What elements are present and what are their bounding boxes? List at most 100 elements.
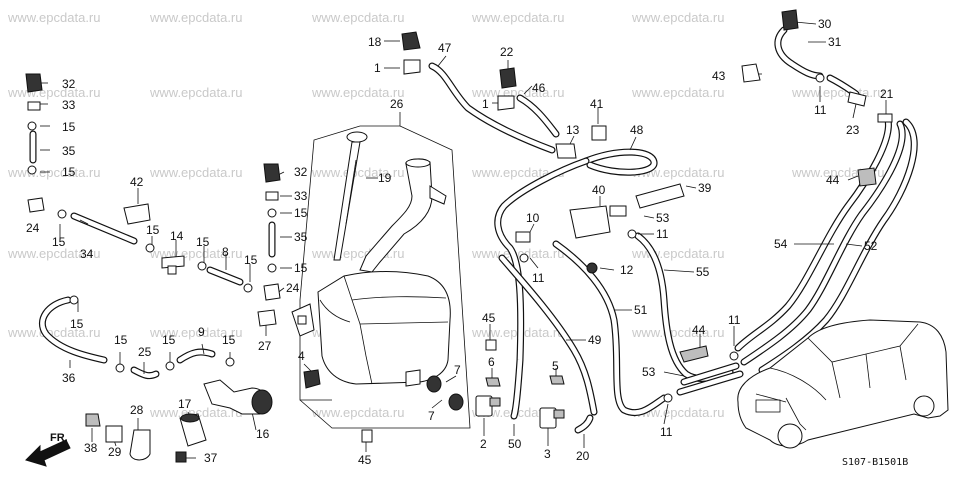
callout-24: 24 <box>26 221 40 235</box>
callout-29: 29 <box>108 445 122 459</box>
watermark: www.epcdata.ru <box>149 405 243 420</box>
callout-39: 39 <box>698 181 712 195</box>
callout-11: 11 <box>814 103 827 117</box>
callout-15: 15 <box>294 206 308 220</box>
callout-19: 19 <box>378 171 392 185</box>
callout-10: 10 <box>526 211 540 225</box>
callout-25: 25 <box>138 345 152 359</box>
callout-7: 7 <box>428 409 435 423</box>
callout-42: 42 <box>130 175 144 189</box>
callout-18: 18 <box>368 35 382 49</box>
callout-34: 34 <box>80 247 94 261</box>
callout-32: 32 <box>294 165 308 179</box>
callout-55: 55 <box>696 265 710 279</box>
callout-47: 47 <box>438 41 452 55</box>
callout-16: 16 <box>256 427 270 441</box>
watermark: www.epcdata.ru <box>311 165 405 180</box>
callout-28: 28 <box>130 403 144 417</box>
watermark: www.epcdata.ru <box>7 10 101 25</box>
callout-35: 35 <box>62 144 76 158</box>
watermark: www.epcdata.ru <box>311 85 405 100</box>
callout-35: 35 <box>294 230 308 244</box>
callout-40: 40 <box>592 183 606 197</box>
vehicle-outline <box>737 319 949 449</box>
callout-50: 50 <box>508 437 522 451</box>
watermark: www.epcdata.ru <box>471 10 565 25</box>
watermark: www.epcdata.ru <box>311 405 405 420</box>
callout-31: 31 <box>828 35 842 49</box>
callout-15: 15 <box>196 235 210 249</box>
callout-15: 15 <box>62 165 76 179</box>
watermark: www.epcdata.ru <box>631 325 725 340</box>
callout-layer: 30 31 43 11 21 23 44 54 52 18 1 47 22 46… <box>26 17 894 467</box>
callout-6: 6 <box>488 355 495 369</box>
callout-11: 11 <box>660 425 673 439</box>
front-direction-arrow: FR. <box>25 432 71 467</box>
callout-51: 51 <box>634 303 648 317</box>
watermark: www.epcdata.ru <box>631 246 725 261</box>
callout-49: 49 <box>588 333 602 347</box>
callout-26: 26 <box>390 97 404 111</box>
watermark: www.epcdata.ru <box>149 325 243 340</box>
callout-53: 53 <box>656 211 670 225</box>
callout-53: 53 <box>642 365 656 379</box>
callout-12: 12 <box>620 263 634 277</box>
callout-11: 11 <box>656 227 669 241</box>
callout-15: 15 <box>294 261 308 275</box>
callout-24: 24 <box>286 281 300 295</box>
watermark: www.epcdata.ru <box>7 85 101 100</box>
callout-15: 15 <box>244 253 258 267</box>
callout-45: 45 <box>358 453 372 467</box>
callout-32: 32 <box>62 77 76 91</box>
watermark: www.epcdata.ru <box>471 85 565 100</box>
callout-21: 21 <box>880 87 894 101</box>
callout-9: 9 <box>198 325 205 339</box>
watermark: www.epcdata.ru <box>631 10 725 25</box>
callout-38: 38 <box>84 441 98 455</box>
components-layer <box>25 9 893 463</box>
watermark: www.epcdata.ru <box>7 246 101 261</box>
callout-7: 7 <box>454 363 461 377</box>
callout-11: 11 <box>532 271 545 285</box>
callout-41: 41 <box>590 97 604 111</box>
callout-5: 5 <box>552 359 559 373</box>
callout-36: 36 <box>62 371 76 385</box>
callout-23: 23 <box>846 123 860 137</box>
callout-15: 15 <box>162 333 176 347</box>
hose-layer <box>29 26 918 434</box>
callout-27: 27 <box>258 339 272 353</box>
callout-1: 1 <box>482 97 489 111</box>
diagram-code: S107-B1501B <box>842 457 908 468</box>
callout-22: 22 <box>500 45 514 59</box>
watermark: www.epcdata.ru <box>149 165 243 180</box>
callout-15: 15 <box>70 317 84 331</box>
callout-43: 43 <box>712 69 726 83</box>
callout-13: 13 <box>566 123 580 137</box>
callout-15: 15 <box>222 333 236 347</box>
callout-15: 15 <box>62 120 76 134</box>
callout-1: 1 <box>374 61 381 75</box>
callout-33: 33 <box>62 98 76 112</box>
watermark: www.epcdata.ru <box>471 246 565 261</box>
callout-20: 20 <box>576 449 590 463</box>
callout-15: 15 <box>146 223 160 237</box>
callout-8: 8 <box>222 245 229 259</box>
callout-48: 48 <box>630 123 644 137</box>
watermark: www.epcdata.ru <box>149 85 243 100</box>
callout-3: 3 <box>544 447 551 461</box>
callout-44: 44 <box>826 173 840 187</box>
callout-44: 44 <box>692 323 706 337</box>
watermark: www.epcdata.ru <box>791 85 885 100</box>
watermark: www.epcdata.ru <box>7 165 101 180</box>
callout-45: 45 <box>482 311 496 325</box>
watermark-layer: www.epcdata.ru www.epcdata.ru www.epcdat… <box>7 10 885 420</box>
callout-17: 17 <box>178 397 192 411</box>
callout-46: 46 <box>532 81 546 95</box>
callout-37: 37 <box>204 451 218 465</box>
watermark: www.epcdata.ru <box>149 10 243 25</box>
callout-33: 33 <box>294 189 308 203</box>
callout-15: 15 <box>52 235 66 249</box>
watermark: www.epcdata.ru <box>471 165 565 180</box>
callout-54: 54 <box>774 237 788 251</box>
